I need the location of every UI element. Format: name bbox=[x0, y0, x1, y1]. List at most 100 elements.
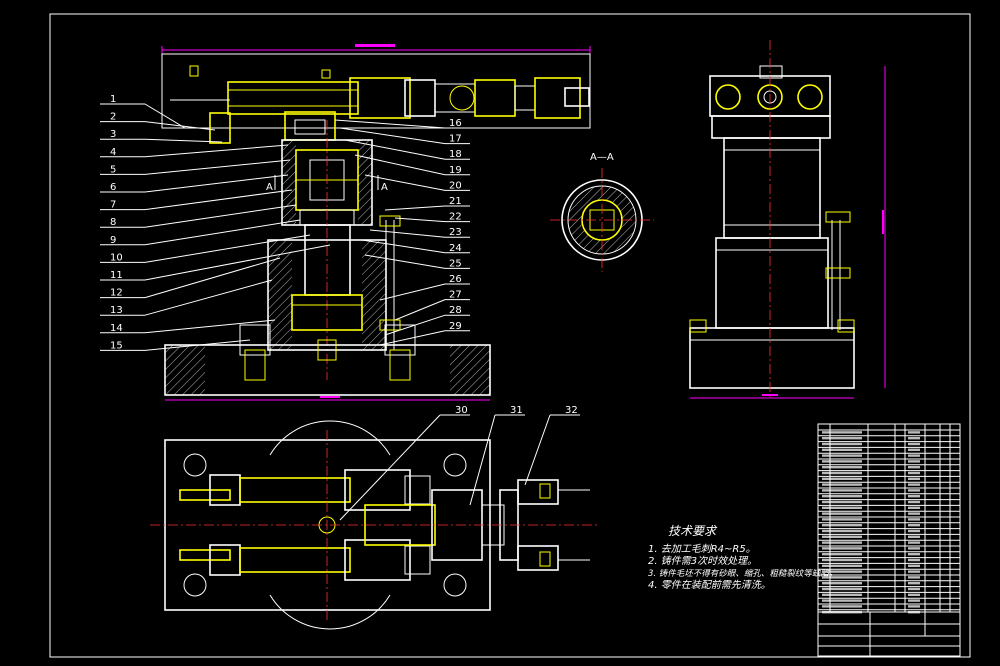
bom-row-text bbox=[822, 500, 862, 504]
bom-row-material bbox=[908, 506, 920, 509]
bom-row-text bbox=[822, 599, 862, 602]
part-label-5: 5 bbox=[110, 164, 116, 175]
bom-row-text bbox=[822, 524, 862, 527]
part-label-1: 1 bbox=[110, 94, 116, 105]
part-label-12: 12 bbox=[110, 288, 123, 299]
bom-row-material bbox=[908, 431, 920, 434]
bom-row-material bbox=[908, 605, 920, 608]
bom-row-material bbox=[908, 471, 920, 475]
part-label-32: 32 bbox=[565, 405, 578, 416]
part-label-13: 13 bbox=[110, 305, 123, 316]
part-label-10: 10 bbox=[110, 252, 123, 263]
bom-row-material bbox=[908, 489, 920, 492]
bom-row-material bbox=[908, 437, 920, 440]
bom-row-text bbox=[822, 437, 862, 440]
bom-row-material bbox=[908, 558, 920, 562]
part-label-27: 27 bbox=[449, 290, 462, 301]
bom-row-material bbox=[908, 587, 920, 591]
bom-row-text bbox=[822, 489, 862, 492]
bom-row-material bbox=[908, 454, 920, 457]
top-part-labels: 30 31 32 bbox=[339, 405, 580, 521]
bom-row-material bbox=[908, 500, 920, 504]
bom-row-text bbox=[822, 460, 862, 463]
bom-row-material bbox=[908, 564, 920, 567]
part-label-31: 31 bbox=[510, 405, 523, 416]
part-label-23: 23 bbox=[449, 227, 462, 238]
bom-row-text bbox=[822, 541, 862, 544]
top-view bbox=[150, 420, 600, 630]
bom-row-material bbox=[908, 599, 920, 602]
bom-row-text bbox=[822, 506, 862, 509]
part-label-16: 16 bbox=[449, 118, 462, 129]
bom-row-text bbox=[822, 593, 862, 596]
section-a-a-view: A—A bbox=[550, 152, 654, 272]
bom-row-text bbox=[822, 558, 862, 562]
part-label-9: 9 bbox=[110, 235, 116, 246]
bom-row-text bbox=[822, 518, 862, 521]
front-section-view: A A bbox=[161, 44, 591, 401]
bom-row-text bbox=[822, 442, 862, 446]
bom-row-text bbox=[822, 576, 862, 579]
bom-row-text bbox=[822, 483, 862, 486]
tech-requirements-title: 技术要求 bbox=[668, 524, 718, 538]
technical-requirements: 技术要求 1. 去加工毛刺R4~R5。 2. 铸件需3次时效处理。 3. 铸件毛… bbox=[648, 524, 837, 591]
tech-requirement-1: 1. 去加工毛刺R4~R5。 bbox=[648, 543, 756, 555]
bom-row-material bbox=[908, 483, 920, 486]
bom-row-material bbox=[908, 529, 920, 533]
bom-row-text bbox=[822, 466, 862, 469]
bom-row-material bbox=[908, 535, 920, 538]
bom-row-material bbox=[908, 477, 920, 480]
part-label-2: 2 bbox=[110, 112, 116, 123]
bom-row-text bbox=[822, 448, 862, 451]
part-label-17: 17 bbox=[449, 134, 462, 145]
part-label-21: 21 bbox=[449, 196, 462, 207]
part-label-4: 4 bbox=[110, 147, 116, 158]
bom-row-material bbox=[908, 512, 920, 515]
side-view bbox=[689, 40, 886, 400]
part-label-22: 22 bbox=[449, 212, 462, 223]
part-label-11: 11 bbox=[110, 270, 123, 281]
part-label-8: 8 bbox=[110, 217, 116, 228]
bom-row-material bbox=[908, 576, 920, 579]
part-label-25: 25 bbox=[449, 258, 462, 269]
bom-row-material bbox=[908, 466, 920, 469]
bom-row-material bbox=[908, 553, 920, 556]
title-block bbox=[817, 611, 961, 657]
bom-row-material bbox=[908, 582, 920, 585]
part-label-29: 29 bbox=[449, 321, 462, 332]
bom-row-text bbox=[822, 582, 862, 585]
part-label-28: 28 bbox=[449, 305, 462, 316]
section-marker-right: A bbox=[381, 182, 388, 193]
bom-row-text bbox=[822, 471, 862, 475]
bom-row-text bbox=[822, 553, 862, 556]
section-a-a-title: A—A bbox=[590, 152, 614, 163]
bom-row-material bbox=[908, 524, 920, 527]
bom-row-text bbox=[822, 587, 862, 591]
part-label-7: 7 bbox=[110, 200, 116, 211]
bom-row-material bbox=[908, 495, 920, 498]
parts-list-table bbox=[817, 423, 961, 657]
bom-row-text bbox=[822, 570, 862, 573]
bom-row-material bbox=[908, 547, 920, 550]
bom-row-text bbox=[822, 512, 862, 515]
bom-row-text bbox=[822, 477, 862, 480]
tech-requirement-4: 4. 零件在装配前需先清洗。 bbox=[648, 579, 771, 591]
outer-frame bbox=[49, 13, 971, 658]
part-label-20: 20 bbox=[449, 180, 462, 191]
bom-row-material bbox=[908, 460, 920, 463]
bom-row-material bbox=[908, 448, 920, 451]
tech-requirement-3: 3. 铸件毛坯不得有砂眼、缩孔、粗糙裂纹等缺陷。 bbox=[648, 568, 837, 579]
bom-row-material bbox=[908, 593, 920, 596]
bom-row-text bbox=[822, 495, 862, 498]
part-label-19: 19 bbox=[449, 165, 462, 176]
part-label-30: 30 bbox=[455, 405, 468, 416]
bom-row-material bbox=[908, 442, 920, 446]
bom-row-material bbox=[908, 518, 920, 521]
section-marker-left: A bbox=[266, 182, 273, 193]
bom-row-text bbox=[822, 564, 862, 567]
part-label-6: 6 bbox=[110, 182, 116, 193]
